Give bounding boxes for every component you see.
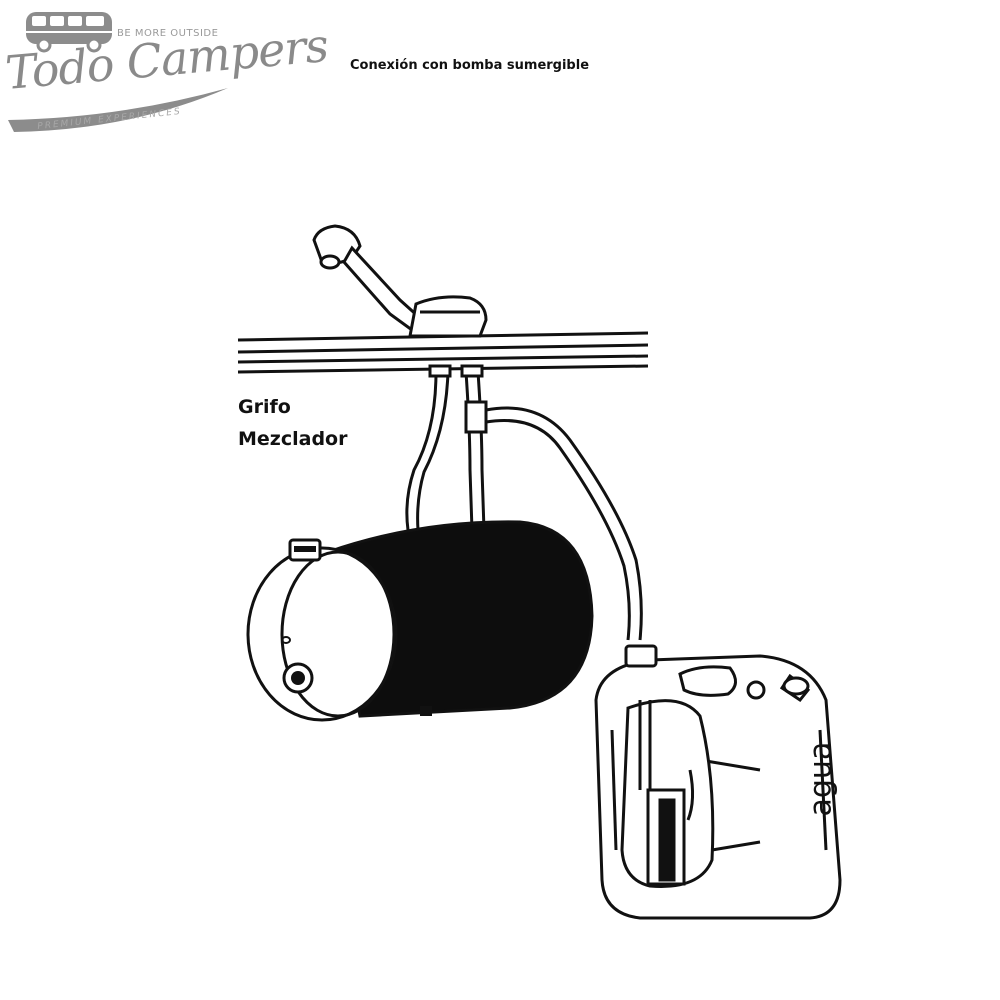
water-heater <box>246 520 594 722</box>
faucet-hoses <box>405 364 643 641</box>
mixer-faucet-icon <box>312 224 488 338</box>
water-jerrycan <box>594 644 842 920</box>
faucet-label-line2: Mezclador <box>238 428 348 450</box>
todo-campers-logo: BE MORE OUTSIDE Todo Campers PREMIUM EXP… <box>0 0 330 150</box>
faucet-label-line1: Grifo <box>238 396 291 418</box>
logo-tagline: BE MORE OUTSIDE <box>117 28 219 39</box>
diagram-title: Conexión con bomba sumergible <box>350 58 590 73</box>
van-logo-icon <box>8 12 228 132</box>
tank-label: agua <box>803 741 839 817</box>
